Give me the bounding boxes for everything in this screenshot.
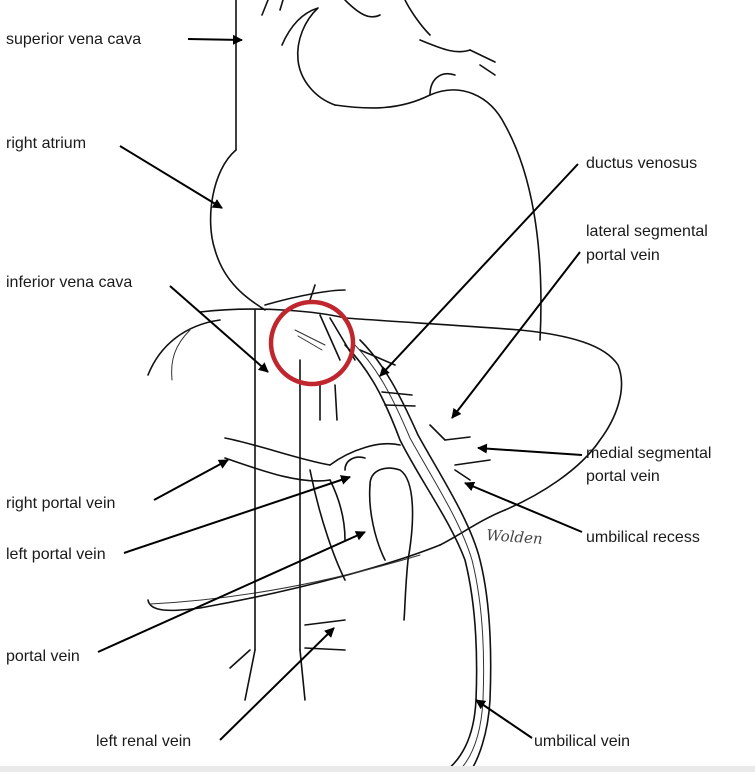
label-umbilical-vein: umbilical vein [534,733,630,750]
label-lateral-segmental-2: portal vein [586,247,660,264]
heart-outline [211,0,541,340]
arrow-inferior-vena-cava [170,286,268,372]
image-frame-edge [0,766,755,772]
label-left-portal-vein: left portal vein [6,546,106,563]
arrow-left-renal-vein [220,628,334,740]
highlight-circle [271,302,353,384]
label-superior-vena-cava: superior vena cava [6,31,141,48]
arrow-right-atrium [120,146,222,208]
leader-arrows [98,39,582,740]
arrow-portal-vein [98,532,365,652]
arrow-right-portal-vein [154,460,228,500]
labels: superior vena cava right atrium inferior… [6,31,711,750]
arrow-umbilical-vein [476,700,532,738]
label-umbilical-recess: umbilical recess [586,529,700,546]
label-lateral-segmental-1: lateral segmental [586,223,708,240]
arrow-left-portal-vein [124,477,350,553]
artist-signature: Wolden [486,526,543,548]
label-right-portal-vein: right portal vein [6,495,115,512]
label-medial-segmental-1: medial segmental [586,445,711,462]
portal-veins [225,438,413,620]
label-inferior-vena-cava: inferior vena cava [6,274,132,291]
label-left-renal-vein: left renal vein [96,733,191,750]
arrow-superior-vena-cava [188,39,242,40]
label-right-atrium: right atrium [6,135,86,152]
liver-outline [148,309,622,610]
arrow-ductus-venosus [380,164,578,376]
arrow-medial-segmental [478,448,582,455]
label-medial-segmental-2: portal vein [586,468,660,485]
hepatic-veins [295,285,395,420]
arrow-umbilical-recess [465,483,582,532]
inferior-vena-cava [230,310,345,700]
label-portal-vein: portal vein [6,648,80,665]
label-ductus-venosus: ductus venosus [586,155,697,172]
